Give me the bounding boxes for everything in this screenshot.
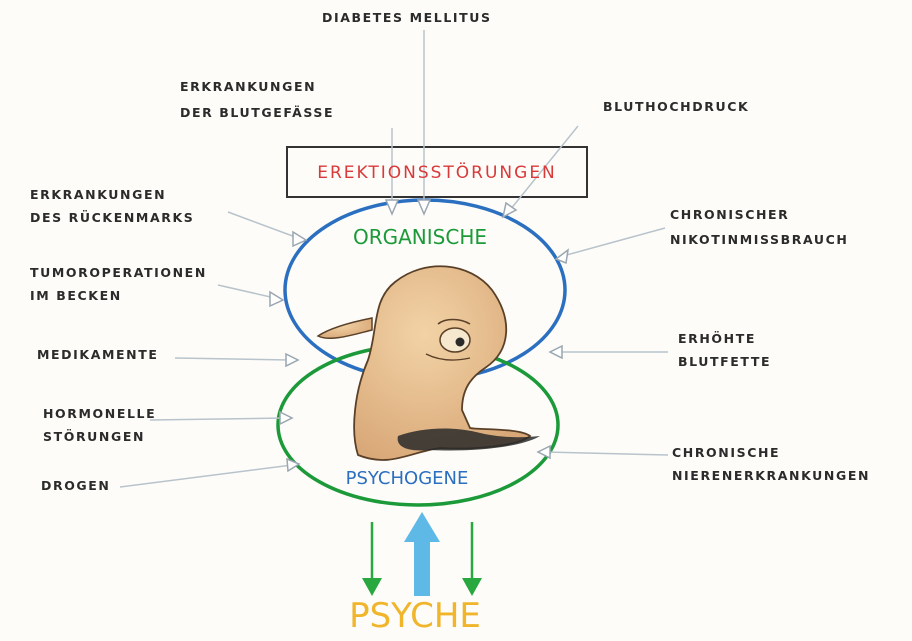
- label-nikotin-1: CHRONISCHER: [670, 203, 789, 226]
- label-drogen: DROGEN: [41, 474, 111, 497]
- label-rueckenmark-1: ERKRANKUNGEN: [30, 183, 166, 206]
- label-blutfette-1: ERHÖHTE: [678, 327, 756, 350]
- label-diabetes: DIABETES MELLITUS: [322, 6, 492, 29]
- label-nikotin-2: NIKOTINMISSBRAUCH: [670, 228, 848, 251]
- label-gefaesse-1: ERKRANKUNGEN: [180, 75, 316, 98]
- lower-circle-label: PSYCHOGENE: [312, 468, 502, 489]
- label-tumor-1: TUMOROPERATIONEN: [30, 261, 207, 284]
- center-title: EREKTIONSSTÖRUNGEN: [292, 152, 582, 194]
- label-bluthochdruck: BLUTHOCHDRUCK: [603, 95, 749, 118]
- label-hormone-2: STÖRUNGEN: [43, 425, 145, 448]
- label-rueckenmark-2: DES RÜCKENMARKS: [30, 206, 194, 229]
- label-medikamente: MEDIKAMENTE: [37, 343, 158, 366]
- label-niere-1: CHRONISCHE: [672, 441, 780, 464]
- bottom-label: PSYCHE: [320, 596, 510, 636]
- psyche-arrows: [362, 512, 482, 596]
- label-hormone-1: HORMONELLE: [43, 402, 156, 425]
- upper-circle-label: ORGANISCHE: [340, 225, 500, 249]
- label-tumor-2: IM BECKEN: [30, 284, 122, 307]
- label-gefaesse-2: DER BLUTGEFÄSSE: [180, 101, 334, 124]
- label-niere-2: NIERENERKRANKUNGEN: [672, 464, 870, 487]
- label-blutfette-2: BLUTFETTE: [678, 350, 771, 373]
